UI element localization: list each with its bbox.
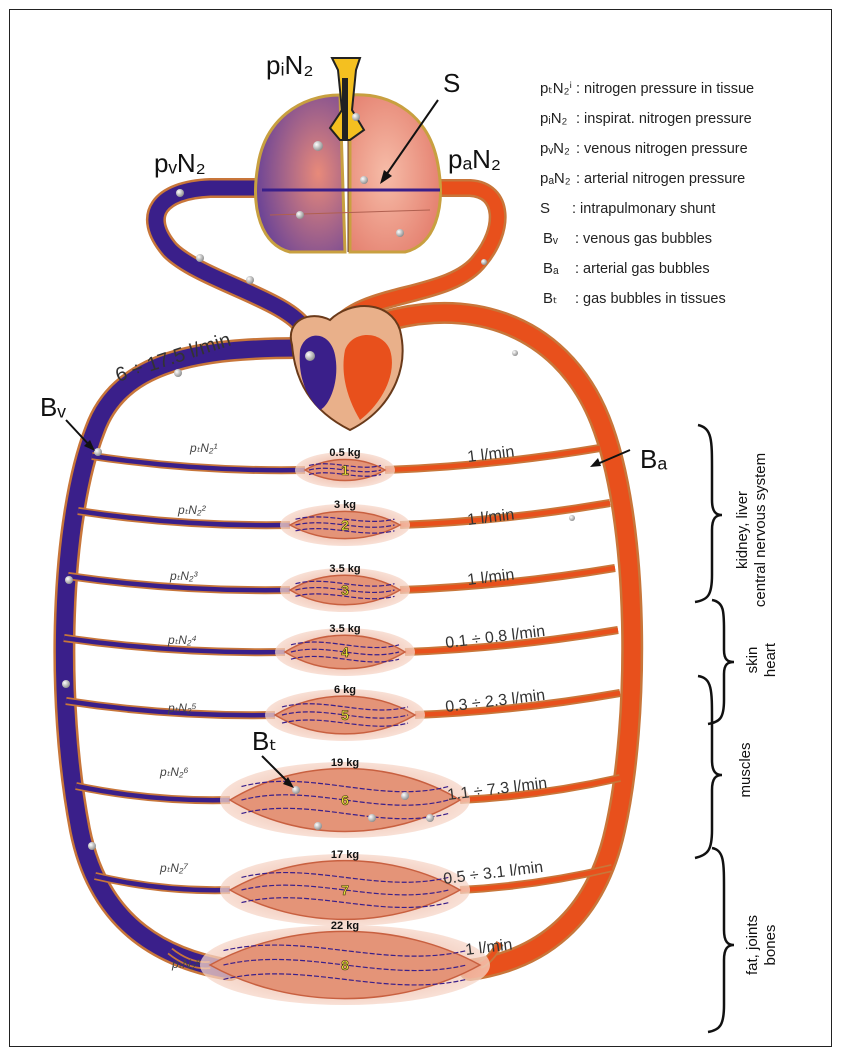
legend-text: : inspirat. nitrogen pressure [576, 111, 752, 127]
brace-kidney-cns [695, 425, 722, 602]
legend-text: : arterial gas bubbles [575, 261, 710, 277]
compartment-number: 4 [341, 644, 349, 660]
left-lung [256, 95, 345, 252]
legend-symbol: pₐN₂ [540, 170, 571, 187]
group-kidney-line1: kidney, liver [734, 491, 751, 569]
right-lung [350, 95, 440, 252]
tissue-bubble [314, 822, 322, 830]
group-muscles-line1: muscles [737, 742, 754, 797]
legend-text: : gas bubbles in tissues [575, 291, 726, 307]
tissue-pressure-label: pₜN₂³ [169, 569, 198, 583]
compartment-number: 2 [341, 517, 349, 533]
compartment-mass: 3 kg [334, 499, 356, 511]
arterial-bubbles-label: Bₐ [640, 444, 667, 474]
tissue-pressure-label: pₜN₂² [177, 503, 206, 517]
group-fat-line1: fat, joints [744, 915, 761, 975]
compartment-mass: 3.5 kg [329, 623, 360, 635]
compartment-flow: 1 l/min [466, 506, 515, 529]
heart [291, 306, 403, 430]
tissue-bubble [426, 814, 434, 822]
compartment-mass: 22 kg [331, 920, 359, 932]
compartment-mass: 19 kg [331, 757, 359, 769]
legend-symbol: pₜN₂ⁱ [540, 80, 572, 97]
group-fat-line2: bones [762, 925, 779, 966]
legend-text: : intrapulmonary shunt [572, 201, 715, 217]
tissue-pressure-label: pₜN₂⁷ [159, 861, 188, 875]
compartment-number: 1 [341, 462, 349, 478]
compartment-mass: 6 kg [334, 684, 356, 696]
shunt-label: S [443, 68, 460, 98]
group-skin-line2: heart [762, 642, 779, 677]
compartment-number: 3 [341, 582, 349, 598]
venous-pressure-label: pᵥN₂ [154, 148, 206, 178]
inspiratory-pressure-label: pᵢN₂ [266, 50, 313, 80]
brace-muscles [695, 676, 722, 858]
legend-text: : venous nitrogen pressure [576, 141, 748, 157]
tissue-pressure-label: pₜN₂⁶ [159, 765, 188, 779]
legend-text: : venous gas bubbles [575, 231, 712, 247]
lungs [256, 58, 441, 252]
tissue-pressure-label: pₜN₂⁴ [167, 633, 197, 647]
legend-symbol: pᵢN₂ [540, 110, 568, 127]
legend-text: : nitrogen pressure in tissue [576, 81, 754, 97]
legend-symbol: Bₐ [543, 260, 559, 277]
compartment-mass: 0.5 kg [329, 447, 360, 459]
group-kidney-line2: central nervous system [752, 453, 769, 607]
tissue-pressure-label: pₜN₂⁸ [171, 957, 201, 971]
tissue-pressure-label: pₜN₂⁵ [167, 701, 197, 715]
legend-symbol: S [540, 200, 550, 217]
legend-symbol: Bᵥ [543, 230, 558, 247]
compartment-number: 7 [341, 882, 349, 898]
tissue-groups: kidney, liver central nervous system ski… [695, 425, 779, 1032]
legend-symbol: pᵥN₂ [540, 140, 570, 157]
legend-text: : arterial nitrogen pressure [576, 171, 745, 187]
compartment-number: 5 [341, 707, 349, 723]
compartment-mass: 17 kg [331, 849, 359, 861]
arterial-pressure-label: pₐN₂ [448, 144, 501, 174]
tissue-bubble [401, 792, 409, 800]
compartment-number: 8 [341, 957, 349, 973]
compartment-number: 6 [341, 792, 349, 808]
compartment-mass: 3.5 kg [329, 563, 360, 575]
tissue-pressure-label: pₜN₂¹ [189, 441, 217, 455]
legend: pₜN₂ⁱ: nitrogen pressure in tissue pᵢN₂ : … [540, 80, 754, 307]
brace-fat-bones [708, 848, 734, 1032]
tissue-bubble [368, 814, 376, 822]
venous-bubbles-label: Bᵥ [40, 392, 66, 422]
group-skin-line1: skin [744, 647, 761, 674]
tissue-bubbles-label: Bₜ [252, 726, 277, 756]
legend-symbol: Bₜ [543, 290, 557, 307]
